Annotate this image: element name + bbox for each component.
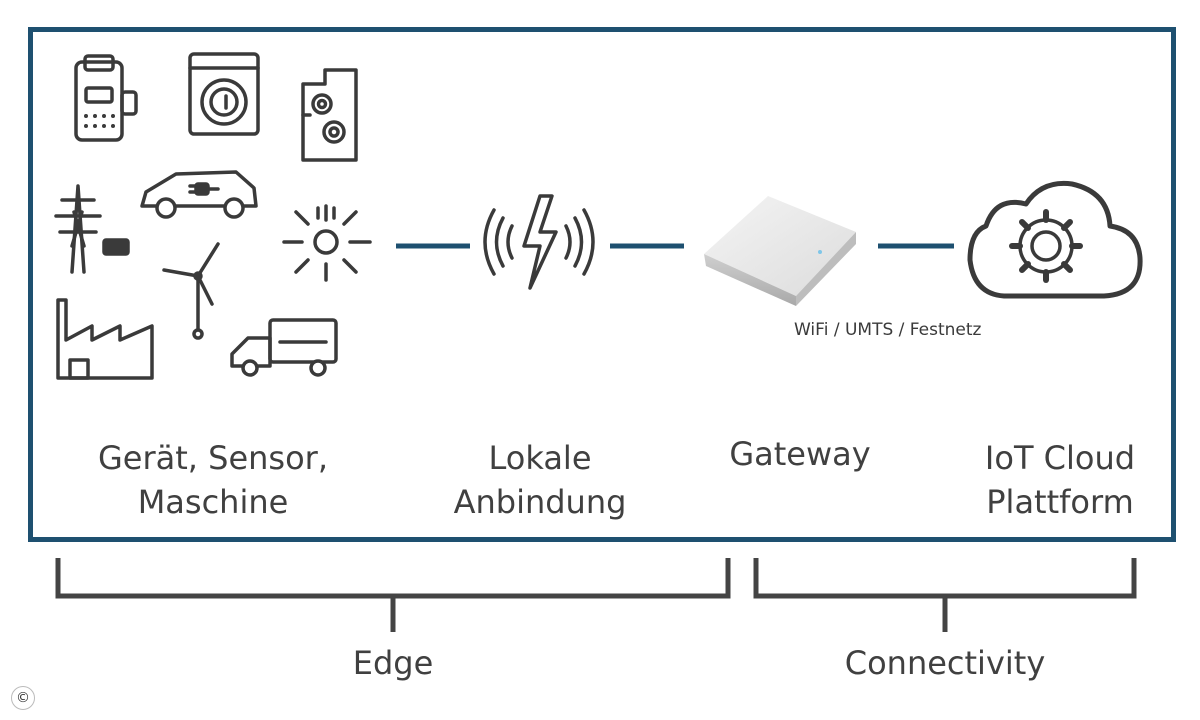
stage-label-cloud: IoT Cloud Plattform: [950, 436, 1170, 524]
bracket-label-connectivity: Connectivity: [844, 644, 1046, 682]
stage-label-local-line1: Lokale: [488, 439, 592, 477]
cloud-gear-icon: [967, 180, 1143, 299]
washing-machine-icon: [188, 52, 260, 136]
stage-label-local-line2: Anbindung: [453, 483, 627, 521]
truck-icon: [230, 318, 338, 377]
stage-label-device: Gerät, Sensor, Maschine: [78, 436, 348, 524]
diagram-frame: [28, 27, 1176, 542]
bracket-edge: [55, 558, 731, 599]
stage-label-device-line2: Maschine: [137, 483, 289, 521]
payment-terminal-icon: [74, 54, 138, 142]
stage-label-device-line1: Gerät, Sensor,: [98, 439, 328, 477]
bracket-label-edge: Edge: [352, 644, 434, 682]
power-pylon-icon: [54, 184, 130, 274]
factory-icon: [56, 298, 154, 380]
stage-label-cloud-line2: Plattform: [986, 483, 1134, 521]
bracket-connectivity: [753, 558, 1137, 599]
gateway-caption: WiFi / UMTS / Festnetz: [794, 320, 982, 340]
stage-label-local: Lokale Anbindung: [420, 436, 660, 524]
machine-gears-icon: [301, 68, 358, 162]
wireless-signal-icon: [483, 194, 595, 290]
copyright-icon: ©: [11, 686, 35, 710]
stage-label-gateway-line1: Gateway: [729, 435, 871, 473]
wind-turbine-icon: [162, 242, 220, 340]
stage-label-gateway: Gateway: [700, 432, 900, 476]
sun-light-icon: [282, 204, 372, 282]
stage-label-cloud-line1: IoT Cloud: [984, 439, 1136, 477]
gateway-device-icon: [704, 196, 856, 306]
electric-car-icon: [140, 170, 258, 219]
